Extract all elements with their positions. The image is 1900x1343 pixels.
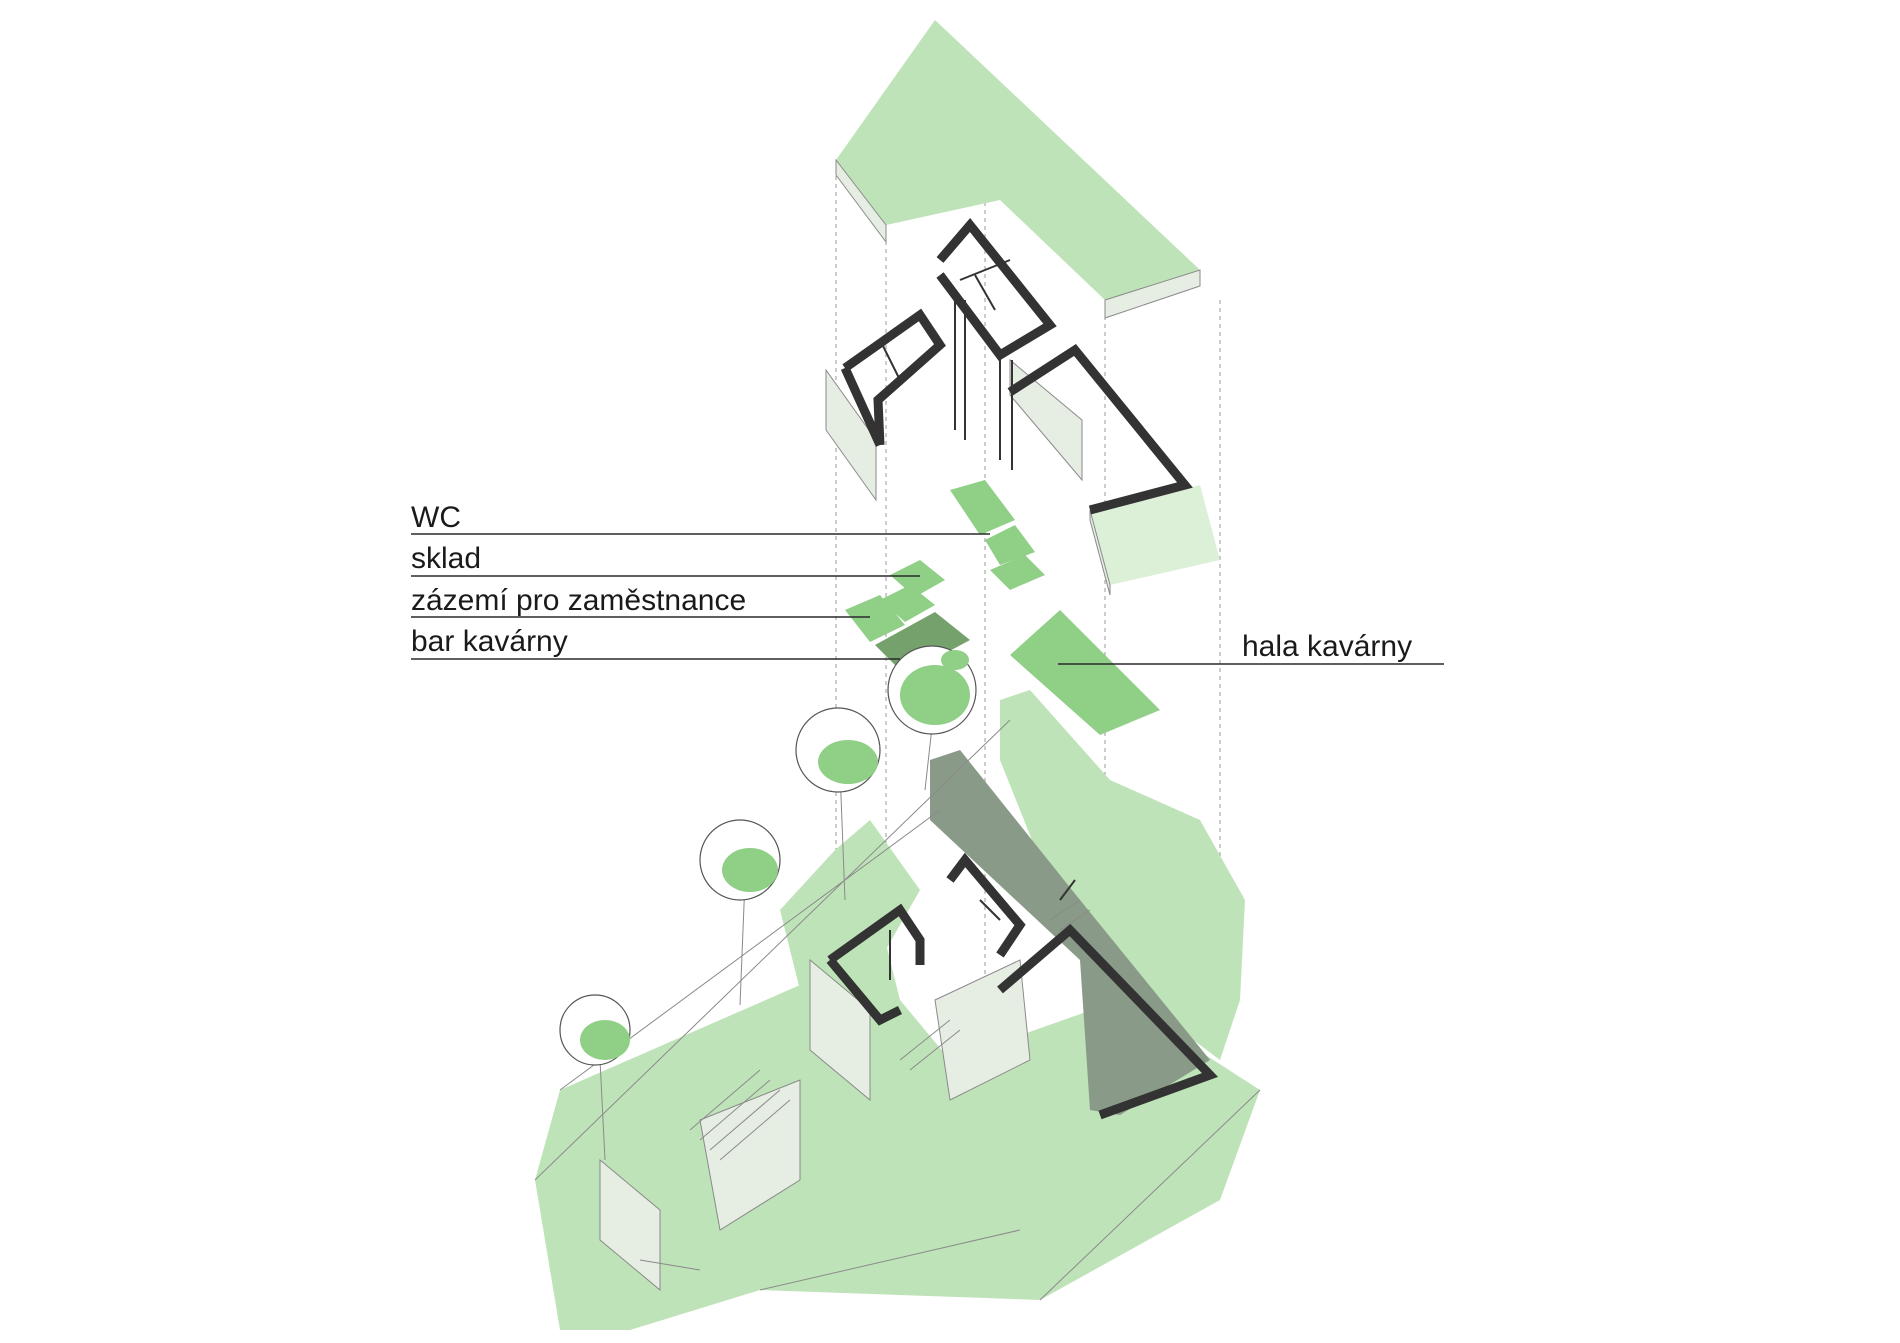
upper-floor xyxy=(825,217,1220,596)
stairs xyxy=(689,899,1091,1161)
tree-icon xyxy=(887,645,977,791)
wc-block-3 xyxy=(990,555,1045,590)
wc-block-2 xyxy=(985,525,1035,565)
roof-slab xyxy=(835,20,1201,319)
label-zazemi: zázemí pro zaměstnance xyxy=(411,584,746,617)
labels: WC sklad zázemí pro zaměstnance bar kavá… xyxy=(411,501,1444,665)
sklad-block xyxy=(880,585,935,622)
label-wc: WC xyxy=(411,501,461,534)
trees xyxy=(559,645,977,1161)
wc-block-1 xyxy=(950,480,1015,535)
program-blocks xyxy=(845,480,1160,735)
site xyxy=(534,690,1261,1330)
hala-block xyxy=(1010,610,1160,735)
label-hala: hala kavárny xyxy=(1242,630,1412,663)
zazemi-block xyxy=(845,595,905,642)
sklad-block-2 xyxy=(890,560,945,597)
label-sklad: sklad xyxy=(411,542,481,575)
tree-icon xyxy=(795,707,881,901)
tree-icon xyxy=(559,994,631,1161)
label-bar: bar kavárny xyxy=(411,625,568,658)
tree-icon xyxy=(699,819,781,1006)
